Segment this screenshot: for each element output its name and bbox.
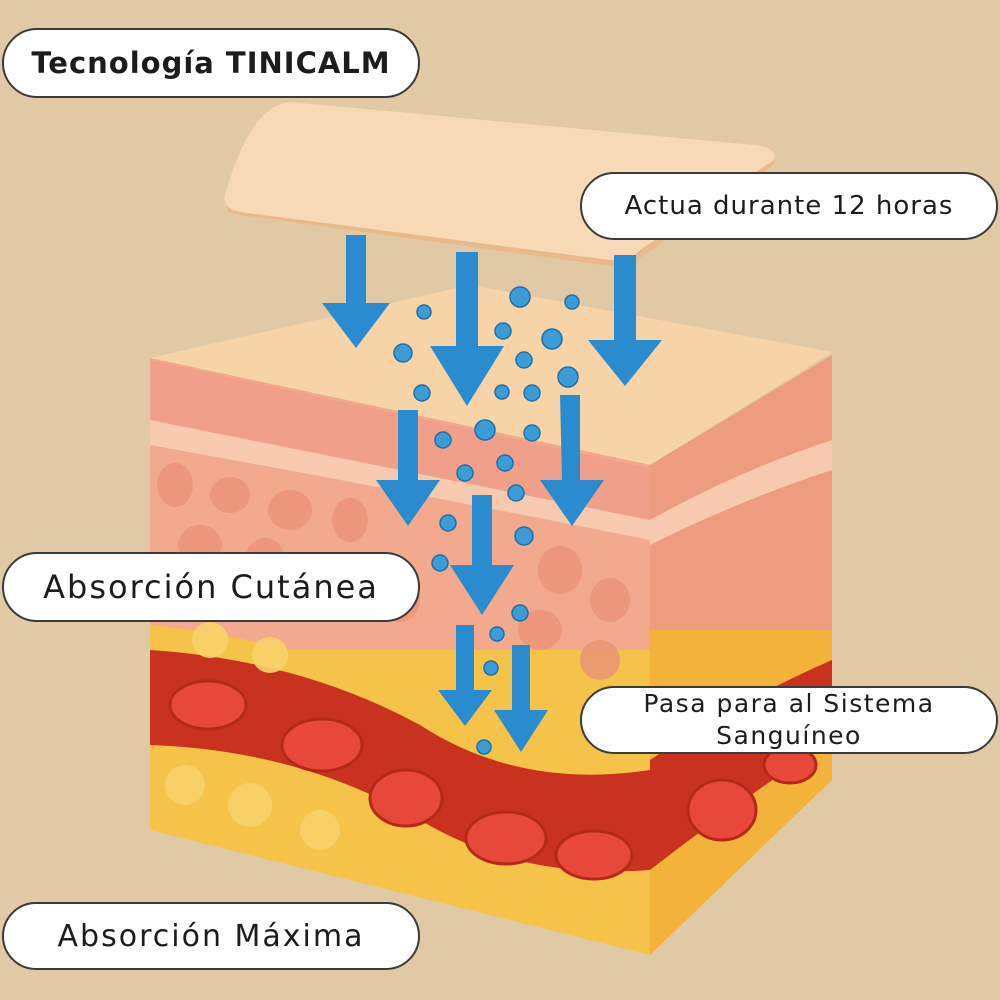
- max-absorption-label: Absorción Máxima: [2, 902, 420, 970]
- title-label: Tecnología TINICALM: [2, 28, 420, 98]
- bloodstream-label: Pasa para al Sistema Sanguíneo: [580, 686, 998, 754]
- absorption-arrows: [322, 235, 662, 752]
- duration-label: Actua durante 12 horas: [580, 172, 998, 240]
- blood-cells: [168, 679, 634, 881]
- skin-top-face: [150, 285, 832, 465]
- molecule-dots: [393, 286, 580, 755]
- skin-absorption-label: Absorción Cutánea: [2, 552, 420, 622]
- bloodstream-label-line2: Sanguíneo: [716, 721, 862, 750]
- bloodstream-label-line1: Pasa para al Sistema: [643, 689, 935, 718]
